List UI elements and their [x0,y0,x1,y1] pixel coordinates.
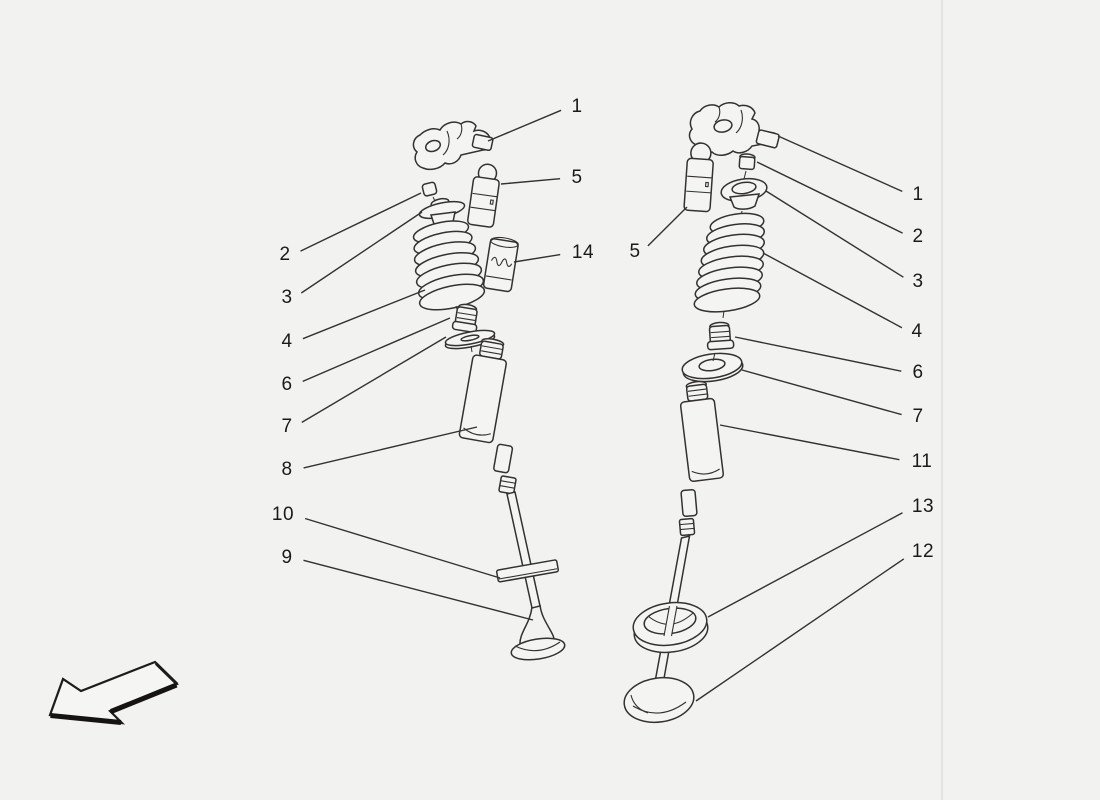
leader-line-5-1 [500,178,561,185]
leader-line-6-6 [302,317,451,383]
part-tappet-left [466,163,500,228]
part-valve-right [654,488,698,685]
callout-5-1: 5 [571,167,583,188]
part-cap-right [738,153,756,180]
leader-line-3-13 [765,190,904,278]
part-rocker-arm-right [688,102,780,156]
callout-2-12: 2 [912,226,924,247]
callout-4-14: 4 [911,321,923,342]
callout-11-18: 11 [911,451,933,472]
callout-6-16: 6 [912,362,924,383]
leader-line-10-9 [304,517,501,579]
callout-7-17: 7 [912,406,924,427]
callout-4-5: 4 [281,331,293,352]
leader-line-6-16 [734,336,902,372]
part-guide-right [679,380,725,483]
leader-line-4-14 [762,252,903,329]
leader-line-1-11 [777,135,903,193]
part-washer-right [681,352,744,383]
callout-9-10: 9 [281,547,293,568]
leader-line-7-17 [741,369,902,416]
part-cap-left [421,181,438,204]
part-cylinder-14 [482,236,519,293]
part-valve-left [493,443,566,661]
leader-line-14-2 [513,253,561,263]
leader-line-13-19 [707,512,903,618]
direction-arrow-icon [48,660,179,725]
leader-line-11-18 [719,424,900,461]
leader-line-12-20 [695,558,905,702]
leader-line-3-4 [300,211,423,294]
part-tappet-right [683,142,714,213]
leader-line-8-8 [303,426,478,469]
callout-3-4: 3 [281,287,293,308]
callout-1-0: 1 [571,96,583,117]
callout-3-13: 3 [912,271,924,292]
part-spring-left [412,220,486,313]
callout-12-20: 12 [911,541,935,562]
part-key-left [495,559,560,583]
part-spring-right [693,212,766,319]
callout-2-3: 2 [279,244,291,265]
callout-5-15: 5 [629,241,641,262]
part-seal-right [706,321,735,351]
part-guide-left [458,337,507,444]
part-seal-left [451,303,478,334]
callout-8-8: 8 [281,459,293,480]
leader-line-2-3 [300,192,422,252]
part-rocker-arm-left [412,120,494,171]
callout-10-9: 10 [271,504,295,525]
leader-line-9-10 [303,559,534,621]
part-valve-head-right [623,676,695,724]
leader-line-4-5 [302,289,426,340]
callout-1-11: 1 [912,184,924,205]
callout-6-6: 6 [281,374,293,395]
part-seat-ring-right [632,601,709,654]
callout-14-2: 14 [571,242,595,263]
part-washer-left [444,329,496,353]
callout-13-19: 13 [911,496,935,517]
leader-line-5-15 [647,206,688,247]
leader-line-2-12 [756,161,903,234]
part-retainer-right [720,177,768,220]
leader-line-7-7 [301,336,447,424]
leader-line-1-0 [487,109,562,142]
leader-lines [300,109,905,702]
callout-7-7: 7 [281,416,293,437]
